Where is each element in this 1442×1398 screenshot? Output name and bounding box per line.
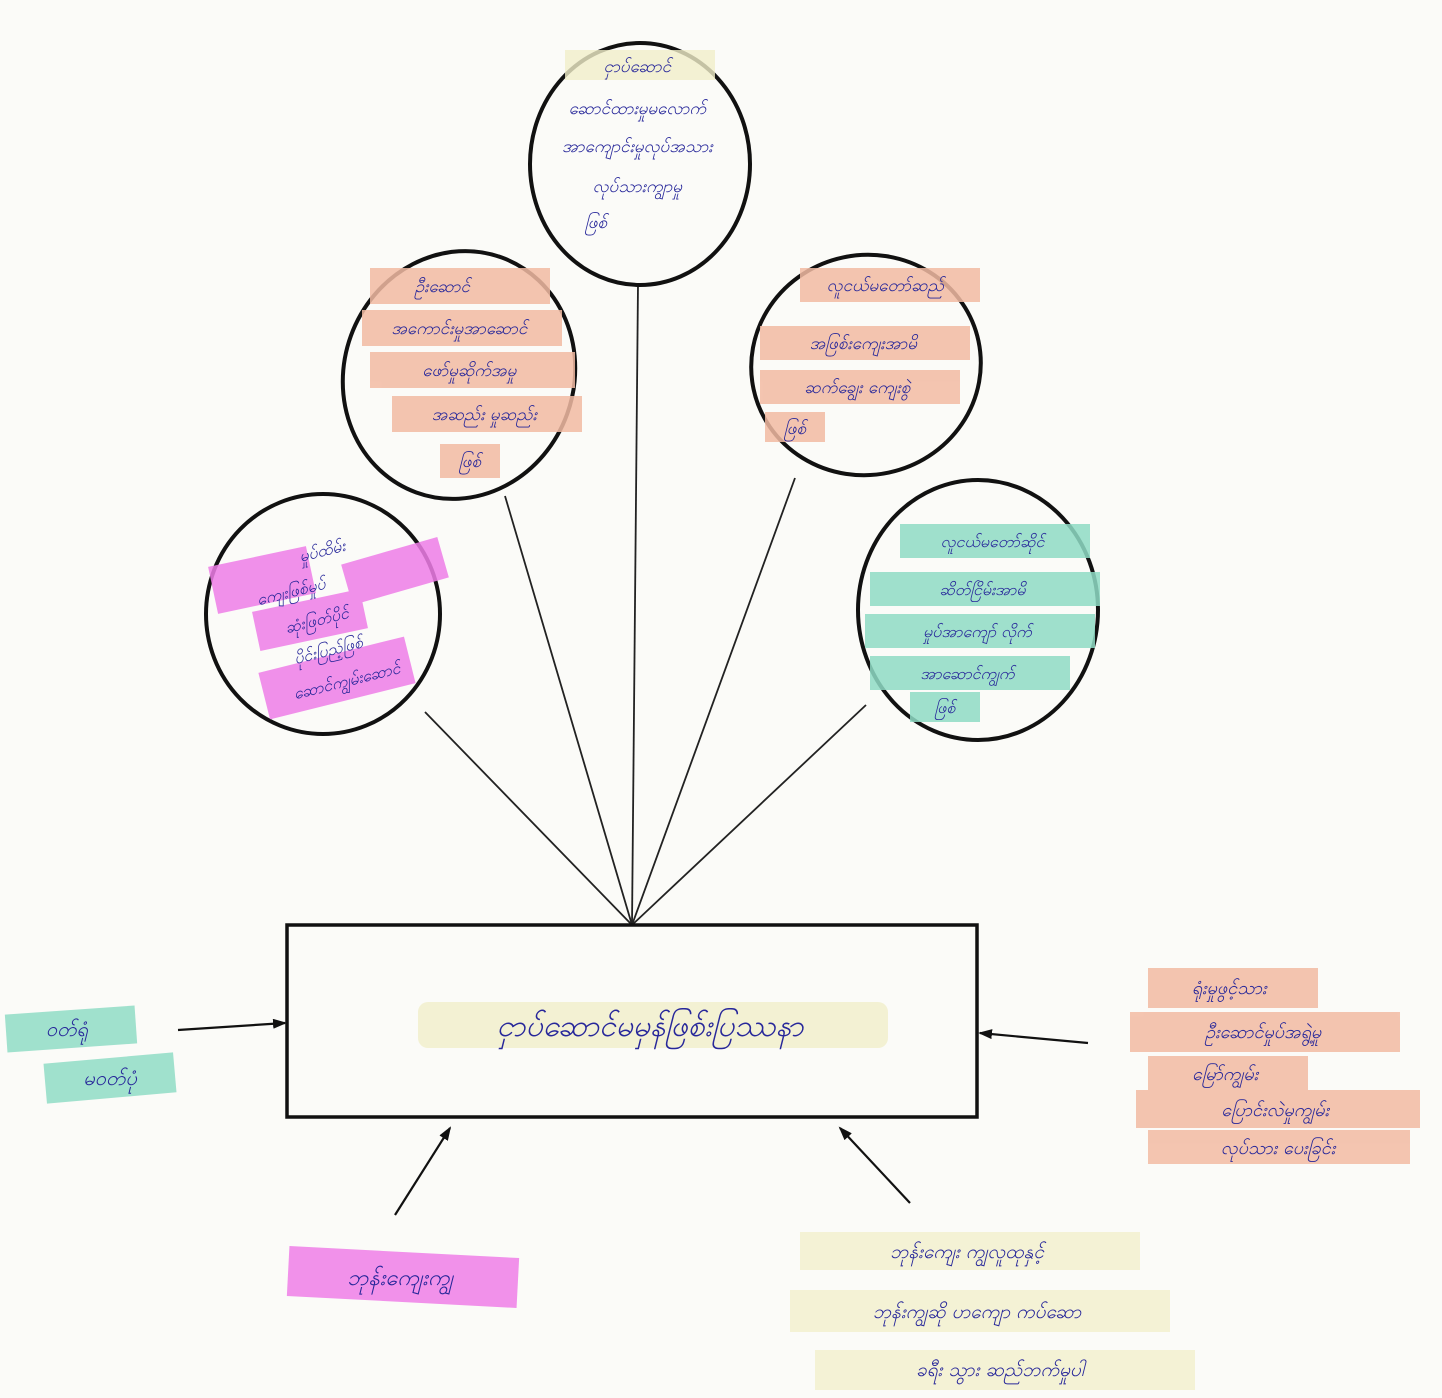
bubble-3: လူငယ်မတော်ဆည် အဖြစ်းကျေးအာမိ ဆက်ချွေး ကျ…	[749, 252, 983, 478]
bubble-5-line-1: လူငယ်မတော်ဆိုင်	[941, 532, 1047, 555]
note-right-line-4: ပြောင်းလဲမှုကျွမ်း	[1221, 1099, 1330, 1124]
connector-line-2	[504, 495, 633, 926]
arrow-bottom-left	[394, 1126, 452, 1216]
bubble-1-line-4: လုပ်သားကျွာမှု	[593, 177, 684, 200]
bubble-2: ဦးဆောင် အကောင်းမှုအာဆောင် ဖော်မှုဆိုက်အမ…	[340, 249, 582, 501]
note-left-line-1: ဝတ်ရုံ	[46, 1017, 89, 1045]
note-bottom-right-highlight-1	[800, 1232, 1140, 1270]
svg-text:ဘုန်းကျေး ကျွလူထုနှင့် ဘ: ဘုန်းကျေး ကျွလူထုနှင့် ဘုန်းကျွဆို ပာကျေ…	[873, 1241, 1088, 1385]
bubble-3-line-1: လူငယ်မတော်ဆည်	[827, 276, 947, 299]
problem-box-highlight	[418, 1002, 888, 1048]
bubble-1-outline	[528, 41, 752, 287]
bubble-5-outline	[856, 478, 1100, 742]
bubble-5-line-2: ဆိတ်ငြိမ်းအာမိ	[939, 580, 1027, 603]
arrow-right	[978, 1029, 1089, 1045]
note-bottom-right-line-3: ခရီး သွား ဆည်ဘက်မှုပါ	[916, 1359, 1087, 1385]
note-right: ရုံးမှုဖွင့်သား ဦးဆောင်မှုပ်အရွဲ့မှု မြေ…	[1130, 968, 1420, 1164]
bubble-3-highlights	[760, 268, 980, 442]
bubble-2-line-2: အကောင်းမှုအာဆောင်	[391, 319, 530, 342]
svg-text:ငှာပ်ဆောင် ဆောင်ထားမှုမလ: ငှာပ်ဆောင် ဆောင်ထားမှုမလောက် အာကျောင်းမှ…	[562, 57, 718, 236]
svg-text:ဦးဆောင် အကောင်းမှုအာဆောင: ဦးဆောင် အကောင်းမှုအာဆောင် ဖော်မှုဆိုက်အမ…	[391, 277, 542, 475]
note-bottom-right-line-1: ဘုန်းကျေး ကျွလူထုနှင့်	[890, 1241, 1047, 1267]
arrow-bottom-right	[838, 1126, 911, 1204]
bubble-1-line-3: အာကျောင်းမှုလုပ်အသား	[562, 137, 714, 160]
bubble-3-line-2: အဖြစ်းကျေးအာမိ	[810, 333, 919, 357]
bubble-4-line-1: မှုပ်ထိမ်း	[296, 536, 349, 570]
note-left-line-2: မဝတ်ပုံ	[83, 1066, 137, 1094]
connector-line-5	[631, 704, 867, 926]
bubble-1-line-2: ဆောင်ထားမှုမလောက်	[569, 99, 709, 122]
problem-box-text: ငှာပ်ဆောင်မမှန်ဖြစ်းပြဿနာ	[496, 1008, 804, 1050]
bubble-5: လူငယ်မတော်ဆိုင် ဆိတ်ငြိမ်းအာမိ မှုပ်အာကျ…	[856, 478, 1100, 742]
note-bottom-right-highlight-3	[815, 1350, 1195, 1390]
connector-line-3	[631, 477, 796, 926]
svg-text:ဝတ်ရုံ မဝတ်ပုံ: ဝတ်ရုံ မဝတ်ပုံ	[46, 1017, 138, 1094]
bubble-4: မှုပ်ထိမ်း ကျေးဖြစ်မှုပ် ဆုံးဖြတ်ပိုင် ပ…	[204, 492, 449, 736]
bubble-5-line-3: မှုပ်အာကျော် လိုက်	[922, 622, 1034, 645]
note-bottom-right: ဘုန်းကျေး ကျွလူထုနှင့် ဘုန်းကျွဆို ပာကျေ…	[790, 1232, 1195, 1390]
bubble-4-highlights	[208, 537, 449, 720]
arrow-left	[177, 1018, 287, 1032]
problem-box-frame	[285, 923, 979, 1119]
note-right-line-1: ရုံးမှုဖွင့်သား	[1192, 978, 1268, 1002]
bubble-4-outline	[204, 492, 442, 736]
note-right-line-2: ဦးဆောင်မှုပ်အရွဲ့မှု	[1204, 1022, 1322, 1046]
bubble-1: ငှာပ်ဆောင် ဆောင်ထားမှုမလောက် အာကျောင်းမှ…	[528, 41, 752, 287]
bubble-5-line-5: ဖြစ်	[935, 698, 958, 721]
svg-text:လူငယ်မတော်ဆည် အဖြစ်းကျေး: လူငယ်မတော်ဆည် အဖြစ်းကျေးအာမိ ဆက်ချွေး ကျ…	[784, 276, 949, 442]
arrows	[177, 1018, 1089, 1216]
bubble-2-line-3: ဖော်မှုဆိုက်အမှု	[422, 361, 517, 384]
note-right-line-3: မြော်ကျွမ်း	[1192, 1063, 1260, 1088]
connector-line-4	[424, 711, 633, 926]
bubble-3-line-4: ဖြစ်	[784, 418, 809, 442]
bubble-1-highlight	[565, 50, 715, 80]
connector-line-1	[631, 283, 639, 926]
note-left-highlight-2	[43, 1052, 177, 1104]
bubble-2-highlights	[362, 268, 582, 478]
note-right-highlights	[1130, 968, 1420, 1164]
bubble-5-line-4: အာဆောင်ကျွက်	[920, 664, 1016, 687]
bubble-5-highlights	[865, 524, 1100, 722]
note-left-highlight-1	[4, 1005, 138, 1053]
note-left: ဝတ်ရုံ မဝတ်ပုံ	[4, 1005, 177, 1104]
note-right-line-5: လုပ်သား ပေးခြင်း	[1221, 1137, 1337, 1162]
note-bottom-left-line-1: ဘုန်းကျေးကျွ	[347, 1265, 454, 1295]
bubble-2-line-4: အဆည်း မှုဆည်း	[432, 405, 539, 428]
bubble-2-line-5: ဖြစ်	[459, 451, 484, 475]
bubble-2-line-1: ဦးဆောင်	[414, 277, 473, 300]
bubble-1-line-1: ငှာပ်ဆောင်	[604, 57, 675, 80]
note-bottom-left: ဘုန်းကျေးကျွ	[286, 1246, 520, 1308]
connector-lines	[424, 283, 867, 926]
note-bottom-left-highlight	[286, 1246, 520, 1308]
svg-text:လူငယ်မတော်ဆိုင် ဆိတ်ငြိမ: လူငယ်မတော်ဆိုင် ဆိတ်ငြိမ်းအာမိ မှုပ်အာကျ…	[920, 532, 1049, 721]
note-bottom-right-line-2: ဘုန်းကျွဆို ပာကျော ကပ်ဆော	[873, 1301, 1083, 1327]
note-bottom-right-highlight-2	[790, 1290, 1170, 1332]
bubble-3-line-3: ဆက်ချွေး ကျေးစွဲ	[804, 378, 911, 401]
problem-box: ငှာပ်ဆောင်မမှန်ဖြစ်းပြဿနာ	[285, 923, 979, 1119]
svg-text:ရုံးမှုဖွင့်သား ဦးဆောင်မ: ရုံးမှုဖွင့်သား ဦးဆောင်မှုပ်အရွဲ့မှု မြေ…	[1192, 978, 1337, 1162]
bubble-3-outline	[749, 252, 983, 478]
bubble-1-line-5: ဖြစ်	[585, 212, 610, 236]
